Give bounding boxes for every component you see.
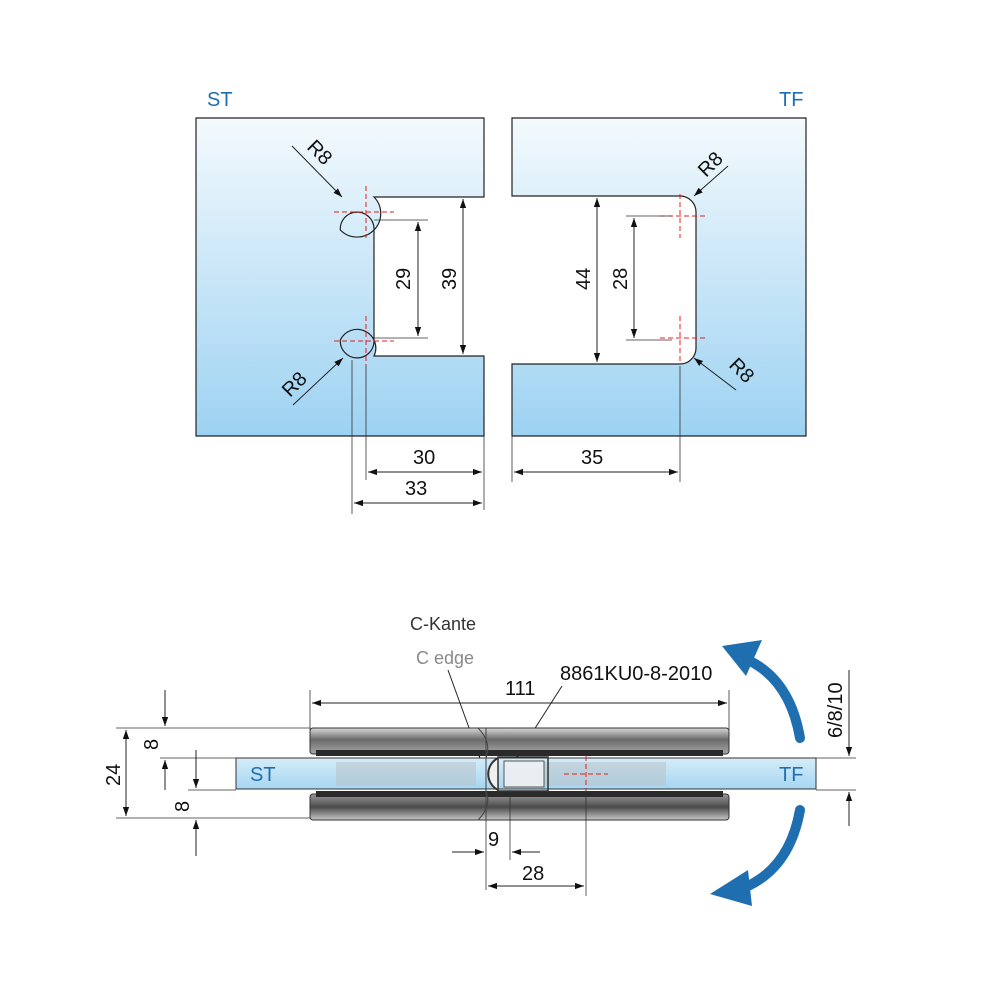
st-centerlines — [334, 186, 394, 366]
st-r8-bottom-leader — [292, 357, 344, 406]
rotation-arrow-up-icon — [722, 640, 805, 743]
dim-44-label: 44 — [573, 268, 595, 290]
dim-111-label: 111 — [505, 678, 535, 700]
dim-9-label: 9 — [488, 829, 499, 851]
dim-8-top-label: 8 — [141, 739, 163, 750]
dim-29-label: 29 — [393, 268, 415, 290]
tf-r8-top-leader — [693, 165, 729, 197]
tf-label: TF — [779, 89, 803, 111]
st-plate-cutout — [195, 117, 485, 437]
st-r8-top-leader — [291, 145, 343, 198]
dim-24-label: 24 — [103, 764, 125, 786]
dim-28-bottom-label: 28 — [522, 863, 544, 885]
dim-111 — [309, 690, 730, 730]
part-number-label: 8861KU0-8-2010 — [560, 663, 712, 685]
section-centerline — [564, 756, 608, 792]
section-st-label: ST — [250, 764, 276, 786]
dim-8-bottom — [188, 750, 236, 856]
dim-30-label: 30 — [413, 447, 435, 469]
tf-r8-bottom-leader — [693, 357, 737, 391]
dim-28-bottom — [488, 790, 587, 896]
c-edge-label: C edge — [416, 648, 474, 668]
section-tf-label: TF — [779, 764, 803, 786]
dim-24 — [116, 727, 310, 819]
clamp-bottom-plate — [309, 791, 730, 821]
st-label: ST — [207, 89, 233, 111]
dim-30-33 — [351, 360, 485, 514]
dim-glass-thickness — [816, 670, 856, 826]
dim-33-label: 33 — [405, 478, 427, 500]
c-kante-label: C-Kante — [410, 614, 476, 634]
dim-8-bottom-label: 8 — [172, 801, 194, 812]
rotation-arrow-down-icon — [710, 805, 805, 906]
c-edge-profile — [487, 756, 549, 792]
dim-28-top-label: 28 — [610, 268, 632, 290]
dim-39-label: 39 — [439, 268, 461, 290]
tf-plate-cutout — [511, 117, 807, 437]
hinge-gap — [477, 727, 489, 821]
dim-glass-thickness-label: 6/8/10 — [825, 682, 847, 738]
dim-8-top — [160, 690, 236, 790]
tf-centerlines — [660, 194, 706, 364]
dim-35-label: 35 — [581, 447, 603, 469]
dim-28-top — [626, 215, 672, 341]
dim-9 — [452, 790, 540, 890]
dim-29 — [374, 219, 428, 339]
dim-35 — [511, 366, 681, 482]
clamp-top-plate — [309, 727, 730, 756]
